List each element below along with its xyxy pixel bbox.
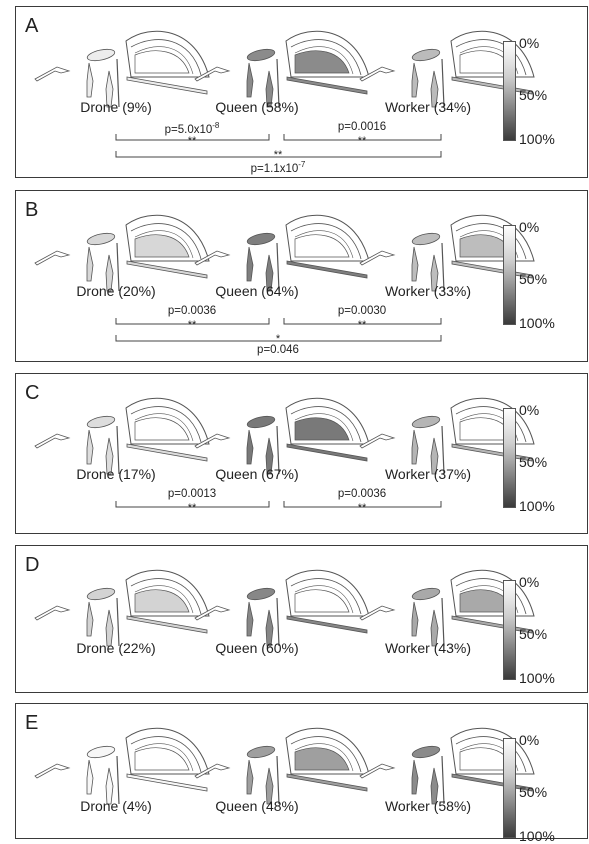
queen-percentage-label: Queen (48%) (215, 798, 299, 814)
panel-letter: C (25, 382, 40, 404)
worker-bee-diagram (359, 214, 535, 292)
p-value-exponent: -7 (298, 160, 306, 169)
queen-bee-diagram (194, 214, 370, 292)
legend-tick-label: 100% (519, 315, 555, 331)
panel-c: C Drone (17%) Queen (67%) Worker (37%) p=0.0… (15, 373, 588, 534)
legend-gradient-bar (503, 580, 516, 680)
queen-bee-diagram (194, 397, 370, 475)
significance-brackets (115, 318, 442, 342)
p-value-left: p=0.0036 (168, 305, 216, 317)
drone-bee-diagram (34, 397, 210, 475)
significance-stars-left: ** (187, 319, 197, 331)
drone-percentage-label: Drone (22%) (76, 640, 156, 656)
grayscale-legend: 0% 50% 100% (503, 732, 573, 844)
drone-percentage-label: Drone (20%) (76, 283, 156, 299)
legend-tick-label: 0% (519, 35, 540, 51)
legend-tick-label: 50% (519, 271, 548, 287)
legend-tick-label: 100% (519, 828, 555, 844)
legend-tick-label: 100% (519, 670, 555, 686)
p-value-left: p=0.0013 (168, 488, 216, 500)
p-value-left: p=5.0x10-8 (165, 121, 220, 136)
grayscale-legend: 0% 50% 100% (503, 402, 573, 514)
panel-a: A Drone (9%) Queen (58%) Worker (34%) p=5.0x… (15, 6, 588, 178)
significance-brackets (115, 134, 442, 158)
p-value-exponent: -8 (212, 121, 220, 130)
legend-tick-label: 100% (519, 131, 555, 147)
significance-stars-left: ** (187, 135, 197, 147)
significance-stars-right: ** (357, 135, 367, 147)
queen-bee-diagram (194, 569, 370, 647)
drone-percentage-label: Drone (17%) (76, 466, 156, 482)
worker-percentage-label: Worker (33%) (384, 283, 472, 299)
queen-percentage-label: Queen (60%) (215, 640, 299, 656)
drone-bee-diagram (34, 214, 210, 292)
significance-stars-outer: ** (273, 149, 283, 161)
p-value-text: p=0.0013 (167, 488, 217, 500)
queen-bee-diagram (194, 727, 370, 805)
queen-percentage-label: Queen (58%) (215, 99, 299, 115)
significance-stars-right: ** (357, 319, 367, 331)
grayscale-legend: 0% 50% 100% (503, 35, 573, 147)
drone-bee-diagram (34, 727, 210, 805)
legend-tick-label: 50% (519, 784, 548, 800)
grayscale-legend: 0% 50% 100% (503, 219, 573, 331)
p-value-text: p=5.0x10 (164, 123, 213, 136)
legend-tick-label: 50% (519, 626, 548, 642)
significance-brackets (115, 501, 442, 508)
panel-b: B Drone (20%) Queen (64%) Worker (33%) p=0.0… (15, 190, 588, 362)
legend-gradient-bar (503, 738, 516, 838)
legend-tick-label: 0% (519, 732, 540, 748)
panel-letter: D (25, 554, 40, 576)
p-value-text: p=0.0036 (337, 488, 387, 500)
p-value-text: p=1.1x10 (250, 162, 299, 175)
worker-percentage-label: Worker (34%) (384, 99, 472, 115)
worker-percentage-label: Worker (58%) (384, 798, 472, 814)
p-value-outer: p=1.1x10-7 (251, 160, 306, 175)
significance-stars-right: ** (357, 502, 367, 514)
worker-percentage-label: Worker (37%) (384, 466, 472, 482)
p-value-text: p=0.0030 (337, 305, 387, 317)
grayscale-legend: 0% 50% 100% (503, 574, 573, 686)
legend-gradient-bar (503, 225, 516, 325)
queen-percentage-label: Queen (64%) (215, 283, 299, 299)
drone-percentage-label: Drone (4%) (80, 798, 152, 814)
significance-stars-outer: * (275, 333, 281, 345)
p-value-outer: p=0.046 (257, 344, 299, 356)
p-value-right: p=0.0030 (338, 305, 386, 317)
legend-tick-label: 50% (519, 454, 548, 470)
p-value-right: p=0.0016 (338, 121, 386, 133)
legend-tick-label: 0% (519, 219, 540, 235)
legend-tick-label: 100% (519, 498, 555, 514)
p-value-text: p=0.0016 (337, 121, 387, 133)
panel-letter: E (25, 712, 39, 734)
drone-percentage-label: Drone (9%) (80, 99, 152, 115)
queen-percentage-label: Queen (67%) (215, 466, 299, 482)
p-value-right: p=0.0036 (338, 488, 386, 500)
p-value-text: p=0.046 (257, 344, 299, 356)
significance-stars-left: ** (187, 502, 197, 514)
panel-letter: B (25, 199, 39, 221)
drone-bee-diagram (34, 30, 210, 108)
panel-e: E Drone (4%) Queen (48%) Worker (58%) 0% 50% 1… (15, 703, 588, 844)
p-value-text: p=0.0036 (167, 305, 217, 317)
legend-tick-label: 0% (519, 574, 540, 590)
worker-percentage-label: Worker (43%) (384, 640, 472, 656)
legend-gradient-bar (503, 41, 516, 141)
panel-letter: A (25, 15, 39, 37)
queen-bee-diagram (194, 30, 370, 108)
legend-tick-label: 50% (519, 87, 548, 103)
legend-tick-label: 0% (519, 402, 540, 418)
legend-gradient-bar (503, 408, 516, 508)
drone-bee-diagram (34, 569, 210, 647)
panel-d: D Drone (22%) Queen (60%) Worker (43%) 0% 50%… (15, 545, 588, 693)
